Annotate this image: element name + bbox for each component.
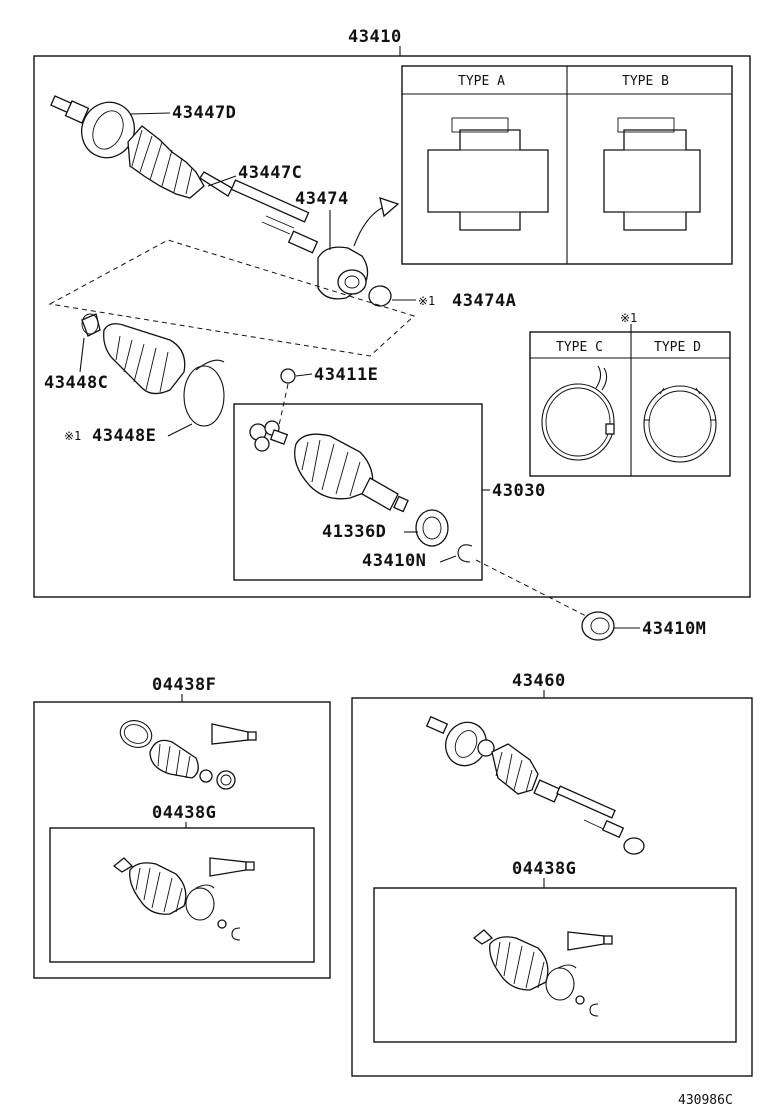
boot-kit-04438G-right-parts	[472, 929, 613, 1017]
label-04438G-left[interactable]: 04438G	[152, 803, 216, 823]
inner-boot-43448C	[81, 313, 186, 395]
drive-shaft-43460	[425, 715, 625, 839]
label-43410M[interactable]: 43410M	[642, 619, 706, 639]
type-c-label: TYPE C	[556, 340, 603, 355]
inner-band-43448E	[183, 359, 225, 427]
boot-kit-04438G-left-frame	[49, 827, 315, 963]
inner-joint-housing	[293, 433, 409, 513]
boot-kit-04438F-frame	[33, 701, 331, 979]
label-04438F[interactable]: 04438F	[152, 675, 216, 695]
inner-joint-box	[233, 403, 490, 581]
circlip-43410N	[457, 544, 473, 563]
drive-shaft-outer	[50, 95, 319, 254]
figure-code: 430986C	[678, 1093, 733, 1108]
label-43447D[interactable]: 43447D	[172, 103, 236, 123]
boot-kit-04438G-right-frame	[373, 887, 737, 1043]
snap-ring-43411E	[280, 368, 296, 384]
label-43410[interactable]: 43410	[348, 27, 402, 47]
label-43460[interactable]: 43460	[512, 671, 566, 691]
arrow-head-icon	[379, 197, 400, 218]
arrow-to-types	[353, 205, 387, 247]
assy-43460-frame	[351, 697, 753, 1077]
main-assembly-frame	[33, 46, 751, 598]
label-43474A[interactable]: 43474A	[452, 291, 516, 311]
tripod-joint	[249, 420, 289, 452]
label-43474[interactable]: 43474	[295, 189, 349, 209]
damper-43474	[317, 246, 369, 300]
label-43411E[interactable]: 43411E	[314, 365, 378, 385]
type-c-band	[541, 365, 615, 461]
mark-1-a: ※1	[418, 294, 435, 308]
type-b-damper	[603, 117, 701, 231]
type-d-band	[643, 385, 717, 463]
inner-boot-dashed-outline	[48, 239, 415, 357]
label-43410N[interactable]: 43410N	[362, 551, 426, 571]
label-41336D[interactable]: 41336D	[322, 522, 386, 542]
type-d-label: TYPE D	[654, 340, 701, 355]
type-a-damper	[427, 117, 549, 231]
label-43448C[interactable]: 43448C	[44, 373, 108, 393]
type-cd-box	[529, 324, 731, 477]
label-43030[interactable]: 43030	[492, 481, 546, 501]
mark-1-b: ※1	[64, 429, 81, 443]
label-43448E[interactable]: 43448E	[92, 426, 156, 446]
boot-kit-04438G-left-parts	[112, 857, 255, 941]
mark-1-c: ※1	[620, 311, 637, 325]
type-a-label: TYPE A	[458, 74, 505, 89]
dust-seal-41336D	[415, 509, 449, 547]
label-04438G-right[interactable]: 04438G	[512, 859, 576, 879]
label-43447C[interactable]: 43447C	[238, 163, 302, 183]
damper-band-43460	[623, 837, 645, 855]
boot-kit-04438F-parts	[119, 720, 257, 790]
type-b-label: TYPE B	[622, 74, 669, 89]
type-ab-box	[401, 65, 733, 265]
bearing-43410M	[581, 611, 615, 641]
damper-band	[368, 285, 392, 307]
